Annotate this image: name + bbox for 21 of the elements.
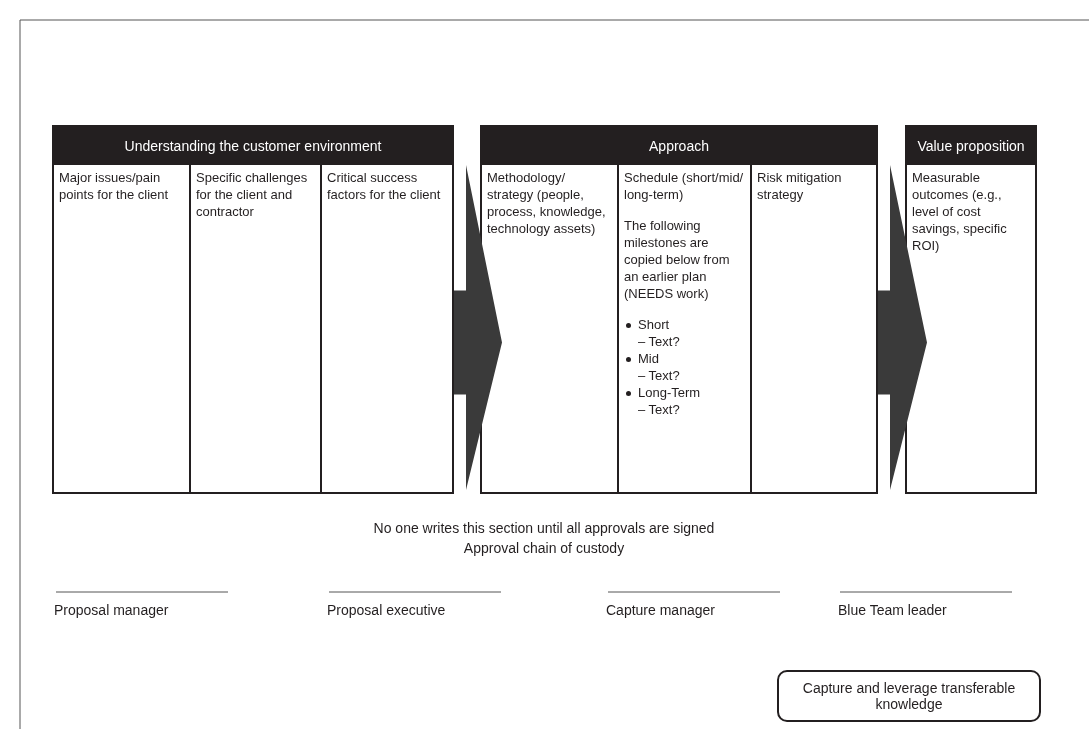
section-panel — [480, 125, 878, 494]
note-text: Approval chain of custody — [462, 540, 626, 557]
note-text: No one writes this section until all approvals are signed — [372, 520, 716, 537]
section-header: Approach — [482, 127, 876, 165]
section-header: Value proposition — [907, 127, 1035, 165]
section-header: Understanding the customer environment — [54, 127, 452, 165]
column-cell: Specific challenges for the client and contractor — [189, 165, 320, 492]
column-cell: Major issues/pain points for the client — [54, 165, 189, 492]
signature-label: Proposal executive — [327, 602, 446, 619]
signature-label: Blue Team leader — [838, 602, 947, 619]
column-cell: Measurable outcomes (e.g., level of cost savings, specific ROI) — [907, 165, 1035, 492]
note-box: Capture and leverage transferable knowledge — [777, 670, 1041, 722]
section-panel — [52, 125, 454, 494]
signature-label: Capture manager — [606, 602, 715, 619]
column-cell: Schedule (short/mid/ long-term) The following milestones are copied below from an earlier plan (NEEDS work) Short – Text? Mid – Text? Long-Term – Text? — [617, 165, 750, 492]
chevron-arrow — [878, 165, 927, 490]
chevron-arrow — [454, 165, 502, 490]
signature-label: Proposal manager — [54, 602, 169, 619]
column-cell: Risk mitigation strategy — [750, 165, 876, 492]
column-cell: Methodology/ strategy (people, process, knowledge, technology assets) — [482, 165, 617, 492]
column-cell: Critical success factors for the client — [320, 165, 452, 492]
